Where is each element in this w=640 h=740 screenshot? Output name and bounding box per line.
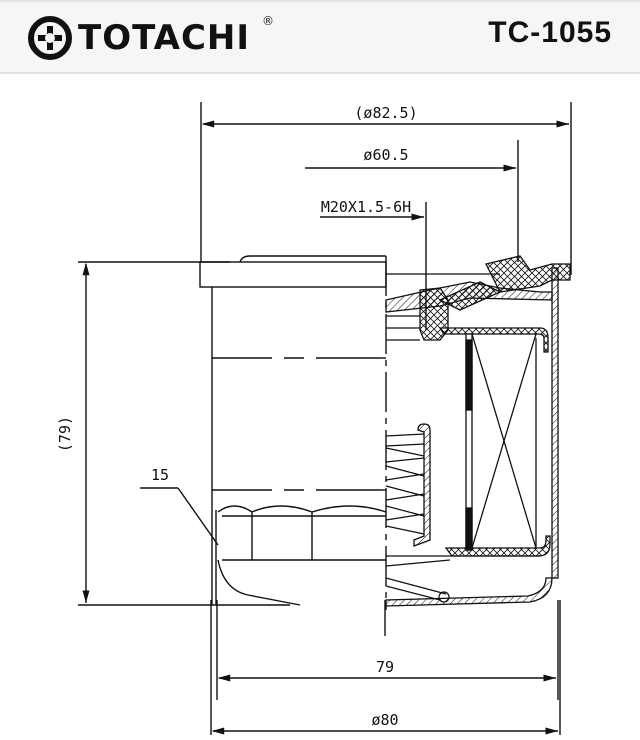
part-number: TC-1055 [488,16,612,49]
dim-wrench-flats: 15 [151,466,169,484]
dim-body-length: 79 [376,658,394,676]
brand-name: TOTACHI [78,18,251,58]
dim-height: (79) [56,416,74,452]
dim-gasket-outer-diameter: (ø82.5) [354,104,417,122]
dim-gasket-inner-diameter: ø60.5 [363,146,408,164]
brand-logo: TOTACHI [28,16,250,60]
dim-body-diameter: ø80 [371,711,398,729]
dim-thread: M20X1.5-6H [321,198,411,216]
header-bar: TOTACHI ® TC-1055 [0,0,640,74]
filter-cross-section-drawing: (ø82.5) ø60.5 M20X1.5-6H (79) 15 79 ø80 [56,102,572,735]
registered-mark: ® [262,14,274,28]
totachi-emblem-icon [28,16,72,60]
